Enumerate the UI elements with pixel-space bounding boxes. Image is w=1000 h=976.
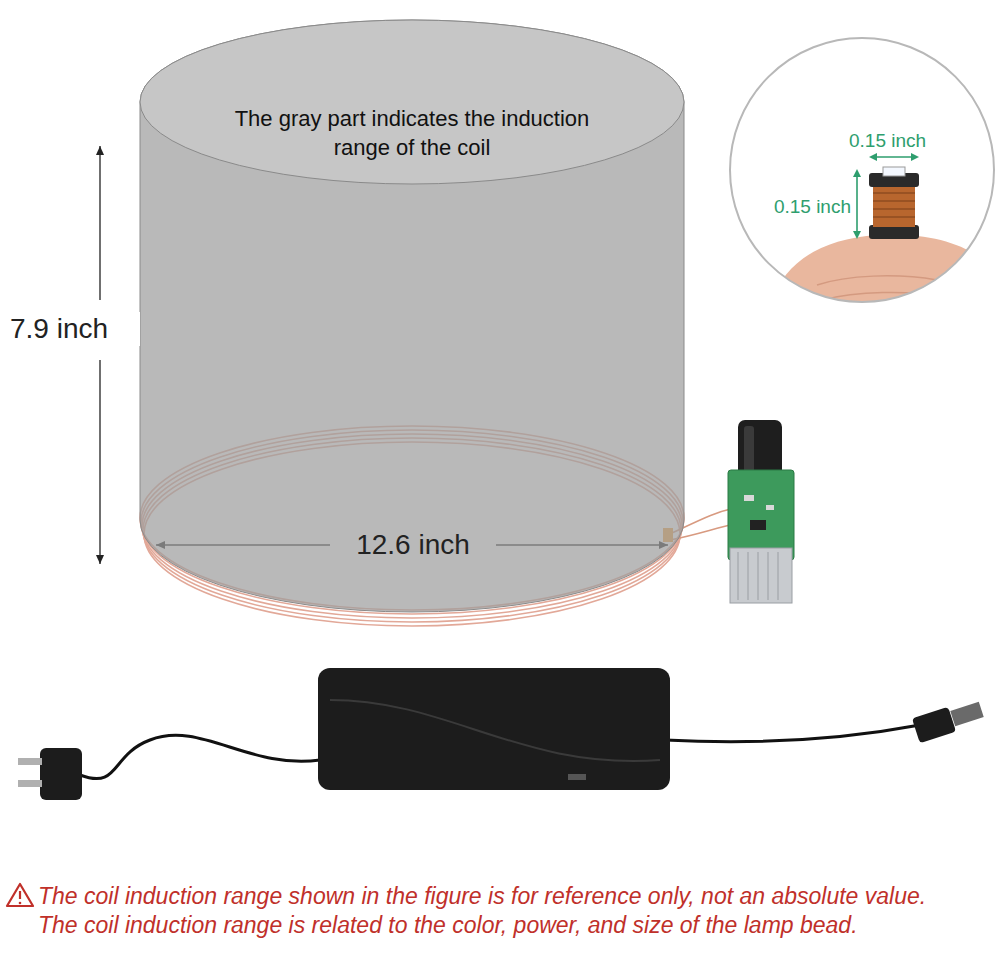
warning-note: The coil induction range shown in the fi… — [38, 882, 958, 940]
node-outline — [727, 35, 997, 305]
dimension-label: 7.9 inch — [10, 312, 140, 346]
driver-board — [728, 420, 794, 603]
region-caption: The gray part indicates the induction ra… — [232, 105, 592, 162]
dimension-label: 0.15 inch — [747, 195, 851, 220]
dimension-label: 0.15 inch — [849, 129, 949, 154]
dimension-label: 12.6 inch — [332, 528, 494, 562]
power-adapter — [18, 668, 984, 800]
detail-inset: 0.15 inch 0.15 inch — [727, 35, 997, 305]
warning-symbol — [7, 884, 33, 906]
